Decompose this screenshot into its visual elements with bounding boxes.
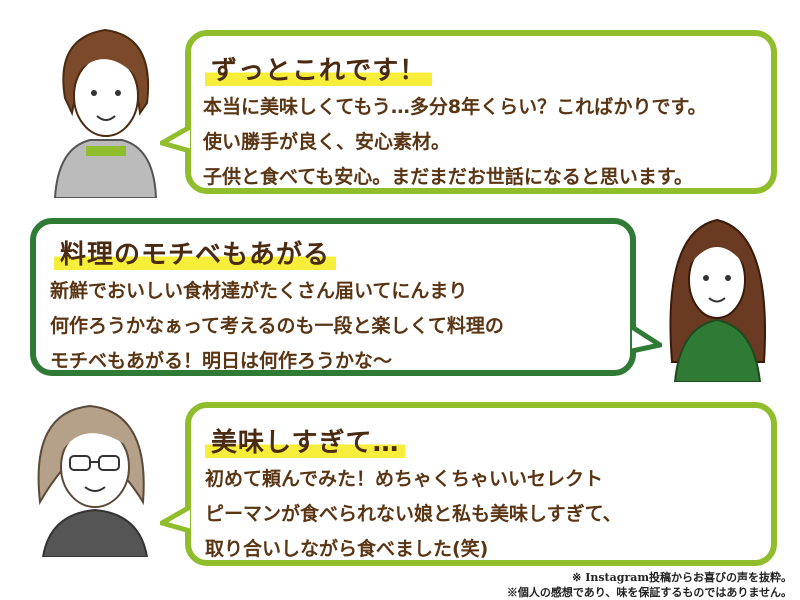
avatar-woman-long-hair	[669, 218, 766, 382]
testimonial-bubble-2: 料理のモチベもあがる 新鮮でおいしい食材達がたくさん届いてにんまり何作ろうかなぁ…	[30, 218, 636, 376]
testimonial-title: 料理のモチベもあがる	[54, 234, 337, 271]
testimonial-text: 初めて頼んでみた！めちゃくちゃいいセレクトピーマンが食べられない娘と私も美味しす…	[205, 468, 622, 560]
testimonial-title: ずっとこれです！	[205, 50, 433, 87]
bubble-tail	[630, 325, 662, 354]
bubble-tail	[160, 125, 192, 154]
testimonial-title: 美味しすぎて…	[205, 422, 406, 459]
avatar-woman-short-hair	[53, 28, 158, 198]
avatar-woman-glasses	[37, 404, 149, 557]
testimonial-bubble-1: ずっとこれです！ 本当に美味しくてもう…多分8年くらい？こればかりです。使い勝手…	[185, 30, 777, 194]
disclaimer-notes: ※ Instagram投稿からお喜びの声を抜粋。※個人の感想であり、味を保証する…	[506, 571, 792, 599]
testimonial-text: 本当に美味しくてもう…多分8年くらい？こればかりです。使い勝手が良く、安心素材。…	[203, 96, 707, 188]
testimonial-bubble-3: 美味しすぎて… 初めて頼んでみた！めちゃくちゃいいセレクトピーマンが食べられない…	[185, 402, 777, 566]
testimonial-text: 新鮮でおいしい食材達がたくさん届いてにんまり何作ろうかなぁって考えるのも一段と楽…	[50, 280, 504, 372]
bubble-tail	[160, 505, 192, 534]
